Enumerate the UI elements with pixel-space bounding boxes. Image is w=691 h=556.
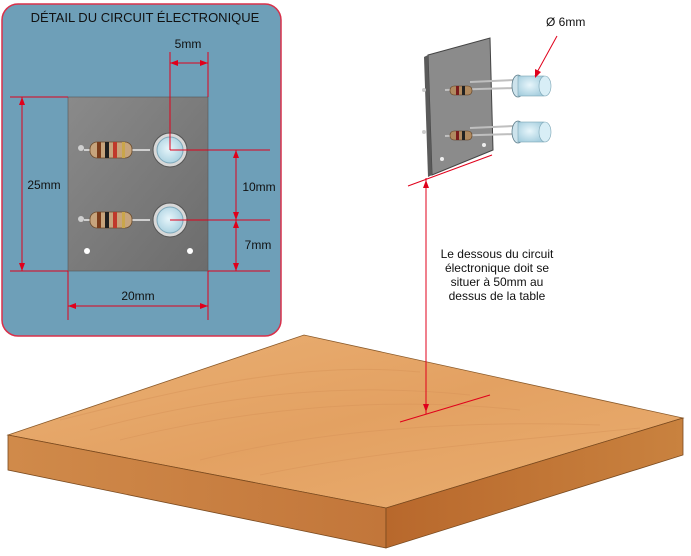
mount-hole xyxy=(84,248,90,254)
mount-screw xyxy=(422,88,426,92)
label-bg xyxy=(239,180,279,194)
wooden-table xyxy=(6,334,685,549)
note-line-2: électronique doit se xyxy=(445,261,549,275)
table-surface-marker xyxy=(399,394,491,423)
circuit-board xyxy=(67,96,209,272)
circuit-3d: Ø 6mm xyxy=(407,15,585,187)
dimension-arrowheads xyxy=(19,60,239,309)
led-diameter-arrowhead xyxy=(535,69,541,78)
mount-screw xyxy=(78,145,84,151)
led-3d-lower xyxy=(444,120,552,144)
mount-hole xyxy=(440,157,444,161)
label-bg xyxy=(165,37,209,51)
note-bg xyxy=(432,244,572,304)
mount-screw xyxy=(78,216,84,222)
mount-hole xyxy=(482,143,486,147)
circuit-underside-line xyxy=(407,154,493,187)
label-bg xyxy=(241,238,275,252)
dimension-5mm-label: 5mm xyxy=(175,37,202,51)
dimension-7mm-label: 7mm xyxy=(245,238,272,252)
resistor-top xyxy=(84,141,150,159)
led-3d-upper xyxy=(444,74,552,98)
note-line-3: situer à 50mm au xyxy=(451,275,544,289)
circuit-3d-board xyxy=(427,37,494,176)
resistor-bottom xyxy=(84,211,150,229)
detail-panel-title: DÉTAIL DU CIRCUIT ÉLECTRONIQUE xyxy=(31,10,260,25)
circuit-3d-board-edge xyxy=(424,55,432,177)
mount-screw xyxy=(422,130,426,134)
height-dimension xyxy=(399,178,491,423)
dimension-25mm-label: 25mm xyxy=(27,178,60,192)
dimension-20mm-label: 20mm xyxy=(121,289,154,303)
height-note: Le dessous du circuit électronique doit … xyxy=(441,247,554,303)
led-diameter-pointer xyxy=(534,35,558,77)
detail-panel: DÉTAIL DU CIRCUIT ÉLECTRONIQUE xyxy=(1,3,282,337)
note-line-1: Le dessous du circuit xyxy=(441,247,554,261)
dimension-lines xyxy=(10,52,270,320)
wood-grain xyxy=(59,368,641,476)
mount-hole xyxy=(187,248,193,254)
table-right-face xyxy=(385,417,684,549)
led-diameter-label: Ø 6mm xyxy=(546,15,585,29)
note-line-4: dessus de la table xyxy=(449,289,546,303)
label-bg xyxy=(24,178,64,192)
dimension-10mm-label: 10mm xyxy=(242,180,275,194)
